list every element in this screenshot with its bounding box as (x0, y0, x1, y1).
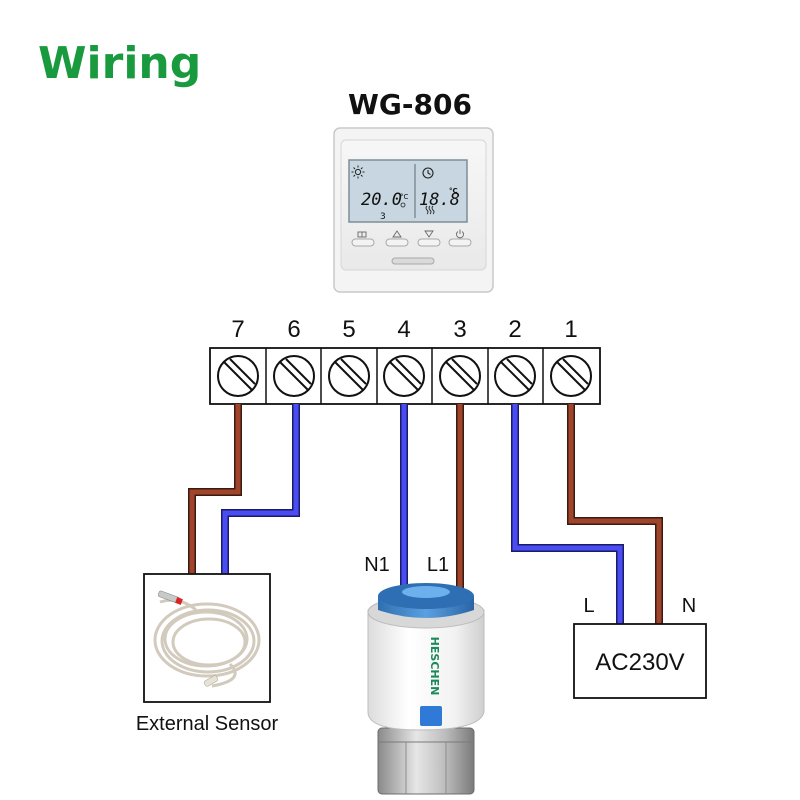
terminal-number-5: 5 (342, 316, 355, 343)
terminal-number-7: 7 (231, 316, 244, 343)
actuator-brand: HESCHEN (428, 637, 441, 696)
sun-icon (351, 165, 365, 179)
terminal-screw-1 (550, 355, 592, 397)
actuator-indicator (420, 706, 442, 726)
page-title: Wiring (38, 38, 201, 89)
power-live-label: L (583, 595, 594, 617)
power-supply-label: AC230V (595, 649, 684, 676)
power-icon (456, 229, 464, 239)
wire-6-sensor (222, 404, 299, 576)
actuator-body (367, 609, 485, 731)
vent-slot (391, 257, 435, 265)
room-temperature: 20.0 (361, 190, 402, 210)
external-sensor (143, 573, 271, 703)
sensor-small-icon (400, 202, 406, 208)
terminal-screw-4 (383, 355, 425, 397)
terminal-screw-7 (217, 355, 259, 397)
model-name: WG-806 (348, 88, 472, 121)
terminal-screw-5 (328, 355, 370, 397)
thermostat-device: 20.0 °C 18.8 °C 3 (333, 127, 494, 293)
sensor-caption: External Sensor (136, 713, 279, 735)
terminal-screw-2 (494, 355, 536, 397)
sensor-probe (157, 590, 219, 687)
terminal-number-2: 2 (508, 316, 521, 343)
actuator-live-label: L1 (427, 554, 449, 576)
power-neutral-label: N (682, 595, 696, 617)
period-number: 3 (380, 212, 386, 222)
wire-7-sensor (189, 404, 241, 576)
wire-2-power (512, 404, 623, 624)
wires (188, 404, 663, 624)
terminal-numbers: 7 6 5 4 3 2 1 (231, 316, 577, 343)
wire-1-power-outline (567, 404, 663, 624)
lcd-screen (348, 159, 468, 223)
menu-button[interactable] (351, 238, 375, 247)
thermal-actuator: HESCHEN (367, 583, 485, 795)
heating-icon (425, 205, 435, 215)
clock-icon (422, 167, 434, 179)
wire-1-power (568, 404, 662, 624)
room-temperature-unit: °C (400, 193, 409, 201)
terminal-number-3: 3 (453, 316, 466, 343)
terminal-screw-3 (439, 355, 481, 397)
power-button[interactable] (448, 238, 472, 247)
terminal-number-6: 6 (287, 316, 300, 343)
menu-icon (357, 231, 367, 238)
set-temperature-unit: °C (449, 187, 458, 195)
terminal-number-1: 1 (564, 316, 577, 343)
down-arrow-icon (424, 230, 434, 238)
actuator-nut (377, 727, 475, 795)
power-supply-box (573, 623, 707, 699)
terminal-block (209, 347, 601, 405)
up-arrow-icon (392, 230, 402, 238)
up-button[interactable] (385, 238, 409, 247)
set-temperature: 18.8 (419, 190, 460, 210)
terminal-screw-6 (273, 355, 315, 397)
terminal-number-4: 4 (397, 316, 410, 343)
actuator-neutral-label: N1 (364, 554, 390, 576)
down-button[interactable] (417, 238, 441, 247)
